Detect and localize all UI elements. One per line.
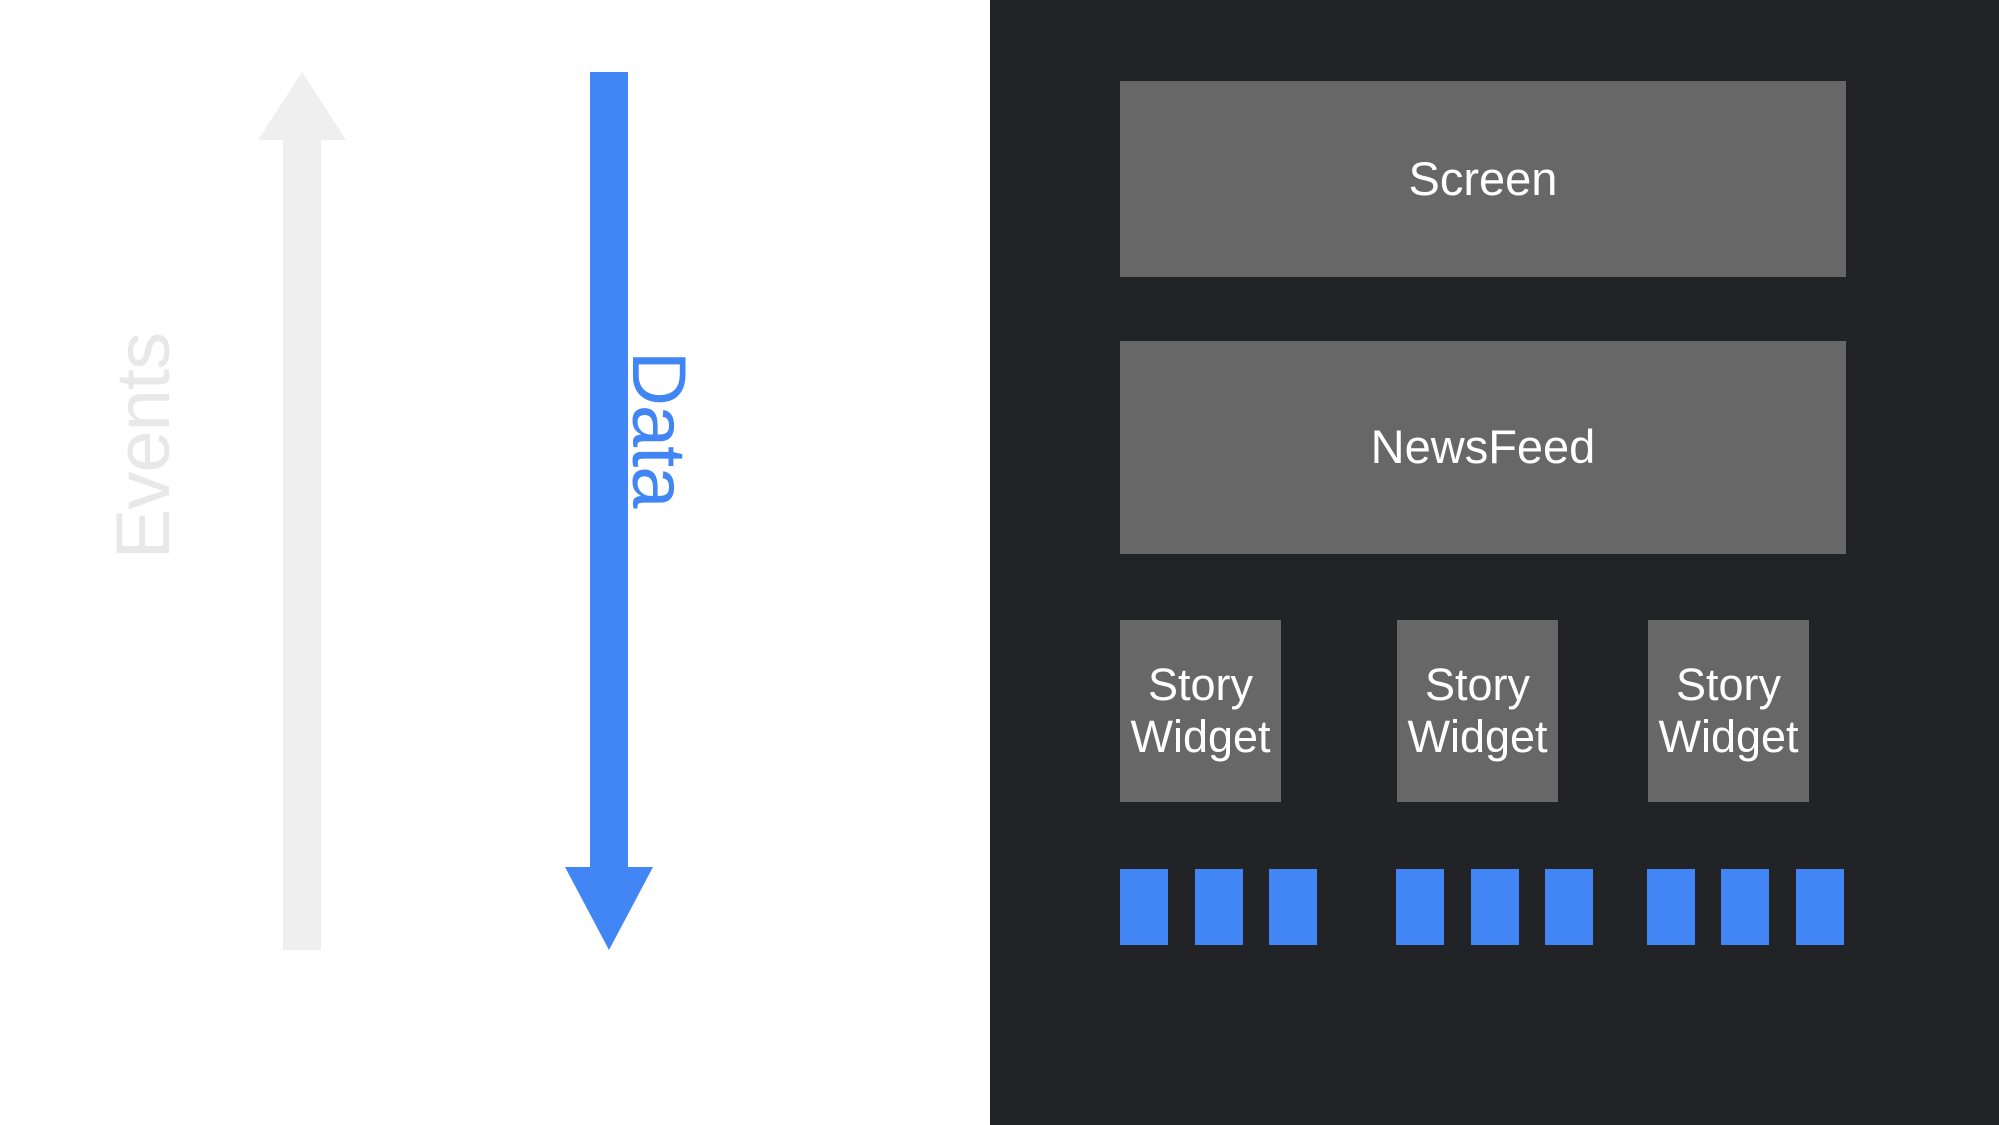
leaf-node[interactable] [1471, 869, 1519, 945]
leaf-node[interactable] [1647, 869, 1695, 945]
leaf-node[interactable] [1545, 869, 1593, 945]
component-node-story-widget[interactable]: Story Widget [1397, 620, 1558, 802]
component-node-story-widget[interactable]: Story Widget [1120, 620, 1281, 802]
component-node-newsfeed[interactable]: NewsFeed [1120, 341, 1846, 554]
component-node-screen[interactable]: Screen [1120, 81, 1846, 277]
events-flow-label: Events [101, 333, 186, 560]
flow-legend-region: Events Data [0, 0, 990, 1125]
events-arrow-icon [258, 72, 346, 950]
leaf-node[interactable] [1721, 869, 1769, 945]
leaf-node[interactable] [1269, 869, 1317, 945]
component-tree-panel: Screen NewsFeed Story Widget Story Widge… [990, 0, 1999, 1125]
data-flow-label: Data [616, 351, 701, 508]
leaf-node[interactable] [1120, 869, 1168, 945]
data-arrow-icon [565, 72, 653, 950]
component-node-story-widget[interactable]: Story Widget [1648, 620, 1809, 802]
leaf-node[interactable] [1796, 869, 1844, 945]
leaf-node[interactable] [1396, 869, 1444, 945]
leaf-node[interactable] [1195, 869, 1243, 945]
